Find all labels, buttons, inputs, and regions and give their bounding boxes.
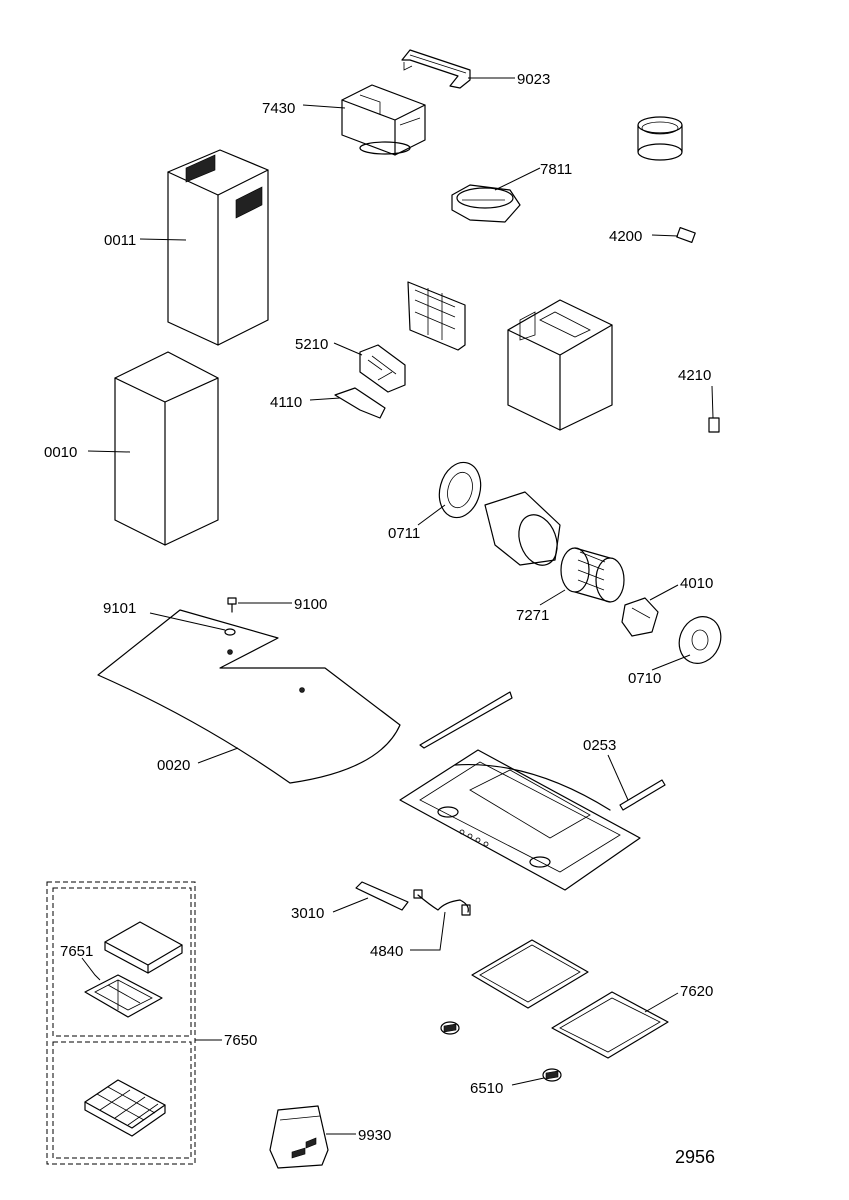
- leader-7430: [302, 104, 346, 109]
- label-4210: 4210: [678, 367, 711, 384]
- leader-4210: [711, 385, 714, 419]
- part-carbon-filter-grid: [84, 1079, 166, 1137]
- leader-4010: [649, 584, 679, 601]
- leader-6510: [511, 1077, 545, 1086]
- leader-7811: [494, 167, 541, 191]
- label-9023: 9023: [517, 71, 550, 88]
- part-0011-upper-chimney: [167, 149, 269, 346]
- label-4110: 4110: [270, 394, 302, 411]
- part-0710-plate: [678, 616, 722, 664]
- part-0010-lower-chimney: [114, 351, 219, 546]
- label-7650: 7650: [224, 1032, 257, 1049]
- part-4110-cover: [334, 387, 386, 419]
- part-9023-bracket: [401, 49, 471, 89]
- part-6510-knob: [542, 1068, 562, 1082]
- leader-0253: [607, 754, 629, 801]
- label-9930: 9930: [358, 1127, 391, 1144]
- leader-7620: [644, 992, 679, 1013]
- label-7430: 7430: [262, 100, 295, 117]
- label-4840: 4840: [370, 943, 403, 960]
- leader-4200: [651, 234, 679, 237]
- leader-9101: [149, 612, 226, 631]
- part-hood-body: [399, 749, 641, 891]
- part-7811-damper: [451, 184, 521, 223]
- part-0020-glass: [97, 609, 401, 784]
- part-0253-gasket: [419, 691, 666, 811]
- leader-0011: [139, 238, 187, 241]
- label-7620: 7620: [680, 983, 713, 1000]
- drawing-number: 2956: [675, 1147, 715, 1167]
- leader-4110: [309, 397, 341, 401]
- part-0711-inlet-plate: [438, 461, 482, 519]
- label-9101: 9101: [103, 600, 136, 617]
- part-9930-fixings-bag: [269, 1105, 329, 1169]
- label-4200: 4200: [609, 228, 642, 245]
- part-4010-motor: [621, 597, 659, 637]
- part-blower-housing: [484, 491, 561, 566]
- label-0253: 0253: [583, 737, 616, 754]
- part-motor-housing: [507, 299, 613, 431]
- part-7650-kit-box: [46, 881, 196, 1165]
- part-7430-outlet: [341, 84, 426, 156]
- label-0011: 0011: [104, 232, 136, 249]
- leader-5210: [333, 342, 363, 356]
- part-4210-switch: [708, 417, 720, 433]
- label-0010: 0010: [44, 444, 77, 461]
- leader-0710: [651, 654, 691, 671]
- label-5210: 5210: [295, 336, 328, 353]
- leader-0020: [197, 747, 239, 764]
- part-9100-screw: [227, 597, 237, 613]
- label-6510: 6510: [470, 1080, 503, 1097]
- part-4840-cable: [413, 889, 471, 916]
- leader-0010: [87, 450, 131, 453]
- part-7271-impeller: [560, 547, 625, 603]
- leader-7651: [81, 957, 101, 981]
- part-duct-ring: [637, 116, 683, 161]
- leader-0711: [417, 504, 446, 526]
- part-7651-filter-frame: [84, 974, 163, 1018]
- label-7651: 7651: [60, 943, 93, 960]
- label-7811: 7811: [540, 161, 572, 178]
- leader-4840: [410, 911, 446, 951]
- part-carbon-pad: [104, 921, 183, 974]
- part-grease-filter-1: [471, 939, 589, 1009]
- label-4010: 4010: [680, 575, 713, 592]
- label-3010: 3010: [291, 905, 324, 922]
- part-7620-grease-filter: [551, 991, 669, 1059]
- part-knob-1: [440, 1021, 460, 1035]
- leader-7271: [539, 589, 566, 606]
- leader-3010: [332, 897, 369, 913]
- label-9100: 9100: [294, 596, 327, 613]
- label-0711: 0711: [388, 525, 420, 542]
- part-4200-lamp: [676, 226, 696, 244]
- label-7271: 7271: [516, 607, 549, 624]
- label-0710: 0710: [628, 670, 661, 687]
- part-5210-pcb: [359, 344, 406, 393]
- label-0020: 0020: [157, 757, 190, 774]
- part-grease-filter-frame: [407, 281, 466, 351]
- part-3010-light-bar: [355, 881, 409, 911]
